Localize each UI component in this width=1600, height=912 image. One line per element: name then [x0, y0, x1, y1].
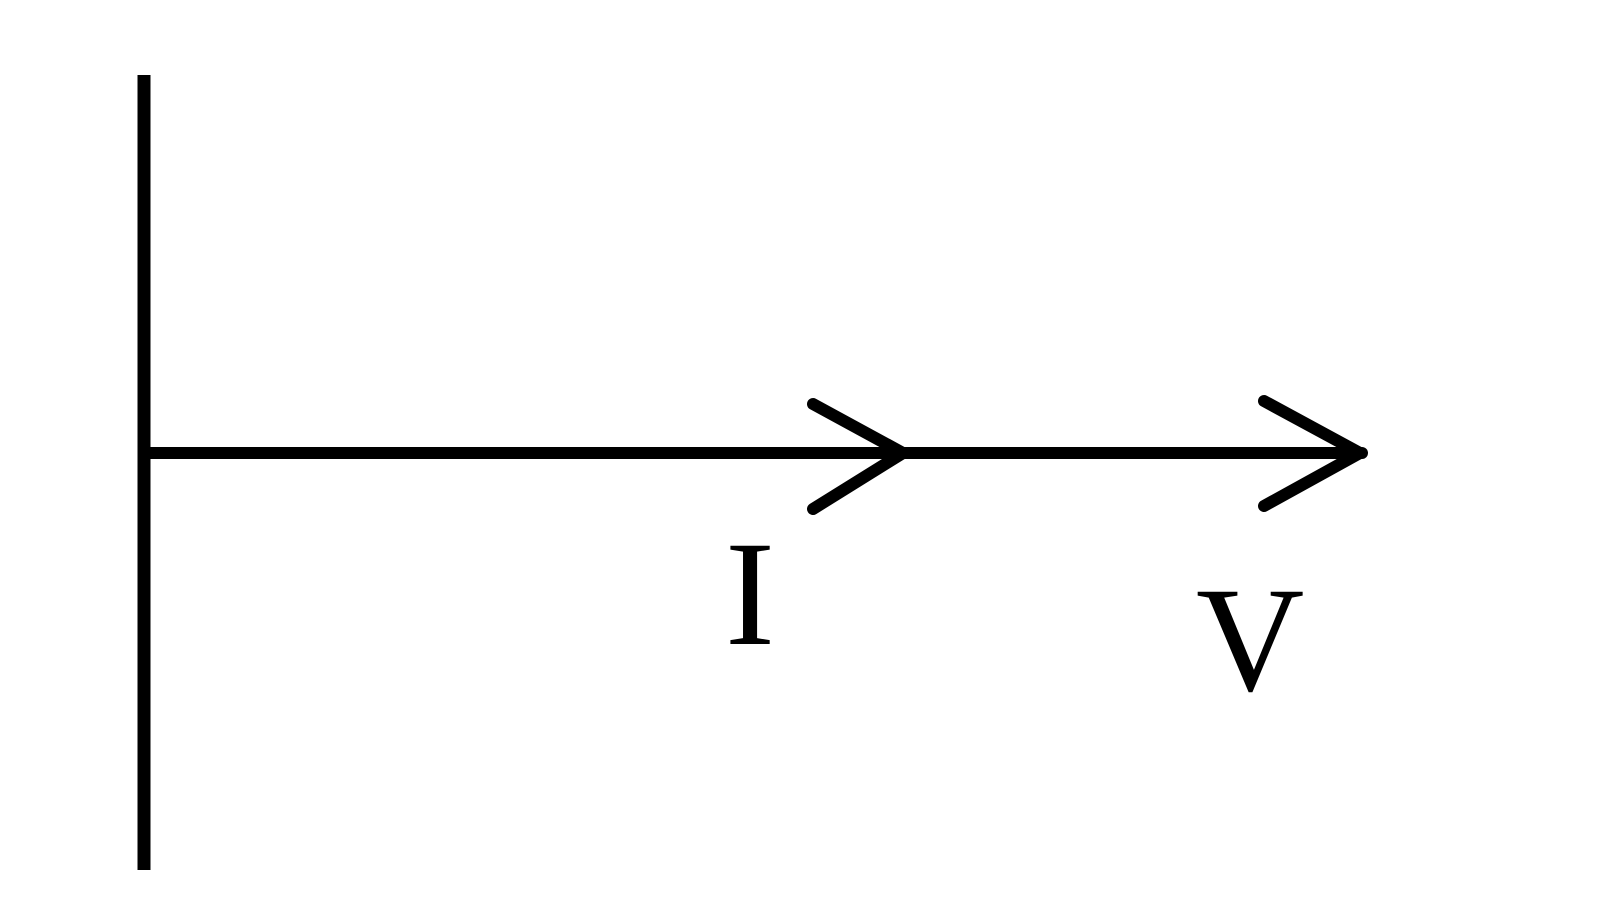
voltage-phasor-arrowhead: [1258, 395, 1366, 512]
voltage-phasor-label: V: [1196, 557, 1304, 723]
current-phasor-arrowhead: [807, 398, 909, 515]
current-phasor-label: I: [725, 511, 775, 677]
